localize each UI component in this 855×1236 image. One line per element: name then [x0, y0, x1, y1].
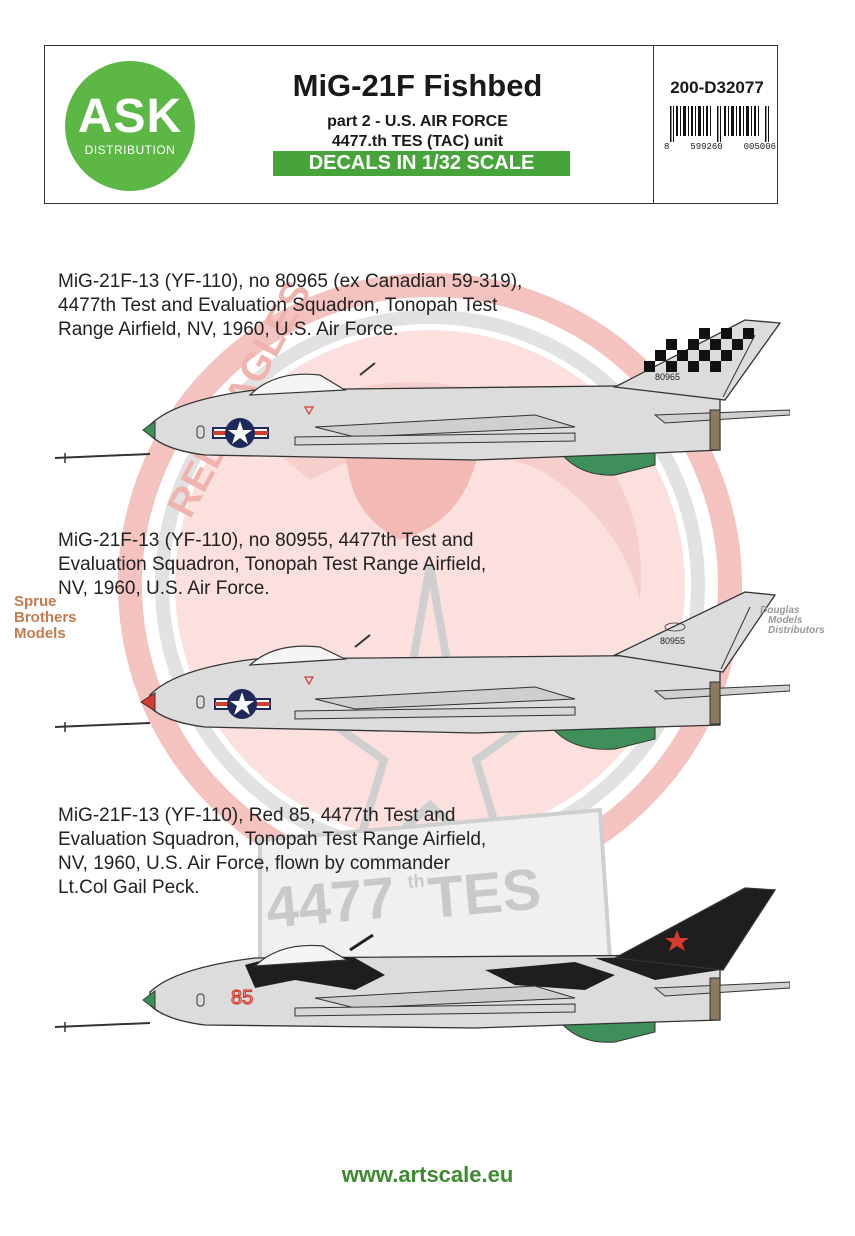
page-subtitle: part 2 - U.S. AIR FORCE 4477.th TES (TAC…: [245, 112, 590, 152]
ask-logo: ASK DISTRIBUTION: [65, 61, 195, 191]
logo-text: ASK: [77, 90, 183, 143]
barcode-digits: 8 599260 005006: [664, 142, 776, 152]
product-code: 200-D32077: [670, 78, 764, 97]
watermark-line: Models: [14, 625, 66, 642]
caption-line: Evaluation Squadron, Tonopah Test Range …: [58, 829, 487, 850]
red-star-icon: [665, 930, 689, 951]
watermark-line: Sprue: [14, 593, 57, 610]
caption-line: MiG-21F-13 (YF-110), no 80955, 4477th Te…: [58, 530, 474, 551]
profile-caption-1: MiG-21F-13 (YF-110), no 80965 (ex Canadi…: [58, 270, 578, 342]
header-box: ASK DISTRIBUTION MiG-21F Fishbed part 2 …: [44, 45, 778, 204]
watermark-line: Douglas: [760, 605, 800, 616]
aircraft-profile-2: 80955: [55, 591, 790, 750]
caption-line: Evaluation Squadron, Tonopah Test Range …: [58, 554, 487, 575]
website-link[interactable]: www.artscale.eu: [341, 1162, 514, 1187]
subtitle-line: part 2 - U.S. AIR FORCE: [327, 113, 508, 130]
checkerboard-tail: [644, 328, 754, 372]
profile-caption-3: MiG-21F-13 (YF-110), Red 85, 4477th Test…: [58, 804, 578, 900]
caption-line: Lt.Col Gail Peck.: [58, 877, 200, 898]
aircraft-profile-1: 80965: [55, 319, 790, 476]
barcode-digit-group: 005006: [743, 142, 776, 152]
subtitle-line: 4477.th TES (TAC) unit: [331, 133, 504, 150]
emblem-unit-tes: TES: [425, 856, 543, 931]
watermark-line: Brothers: [14, 609, 77, 626]
profile-caption-2: MiG-21F-13 (YF-110), no 80955, 4477th Te…: [58, 529, 578, 601]
watermark-line: Distributors: [768, 625, 825, 636]
caption-line: Range Airfield, NV, 1960, U.S. Air Force…: [58, 319, 399, 340]
emblem-unit-sup: th: [407, 871, 426, 892]
barcode-digit-group: 599260: [690, 142, 723, 152]
header-divider: [653, 46, 654, 203]
tail-number: 80965: [655, 372, 680, 382]
caption-line: NV, 1960, U.S. Air Force.: [58, 578, 270, 599]
tail-number: 80955: [660, 636, 685, 646]
page-title: MiG-21F Fishbed: [292, 68, 543, 103]
nose-number: 85: [231, 987, 253, 1009]
caption-line: 4477th Test and Evaluation Squadron, Ton…: [58, 295, 498, 316]
barcode: [670, 106, 769, 142]
caption-line: NV, 1960, U.S. Air Force, flown by comma…: [58, 853, 451, 874]
caption-line: MiG-21F-13 (YF-110), no 80965 (ex Canadi…: [58, 271, 523, 292]
logo-subtext: DISTRIBUTION: [84, 143, 176, 157]
barcode-digit-group: 8: [664, 142, 670, 152]
caption-line: MiG-21F-13 (YF-110), Red 85, 4477th Test…: [58, 805, 456, 826]
aircraft-profile-3: 85: [55, 887, 790, 1043]
watermark-line: Models: [768, 615, 803, 626]
emblem-unit-text: 4477: [263, 865, 397, 941]
scale-banner: DECALS IN 1/32 SCALE: [273, 151, 570, 176]
